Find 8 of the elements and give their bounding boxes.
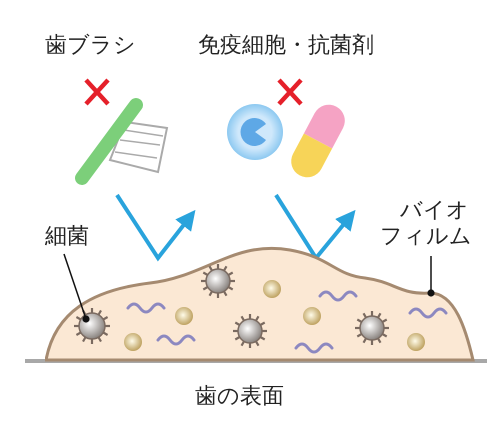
label-text: バイオフィルム [380,198,478,254]
label-text: 細菌 [45,224,97,252]
leader-line [63,254,90,323]
bacterium-drawing [72,306,112,346]
heading-text: 歯ブラシ [45,33,136,60]
leader-line [427,256,435,297]
caption-text: 歯の表面 [195,384,284,410]
heading-text: 免疫細胞・抗菌剤 [198,33,374,60]
